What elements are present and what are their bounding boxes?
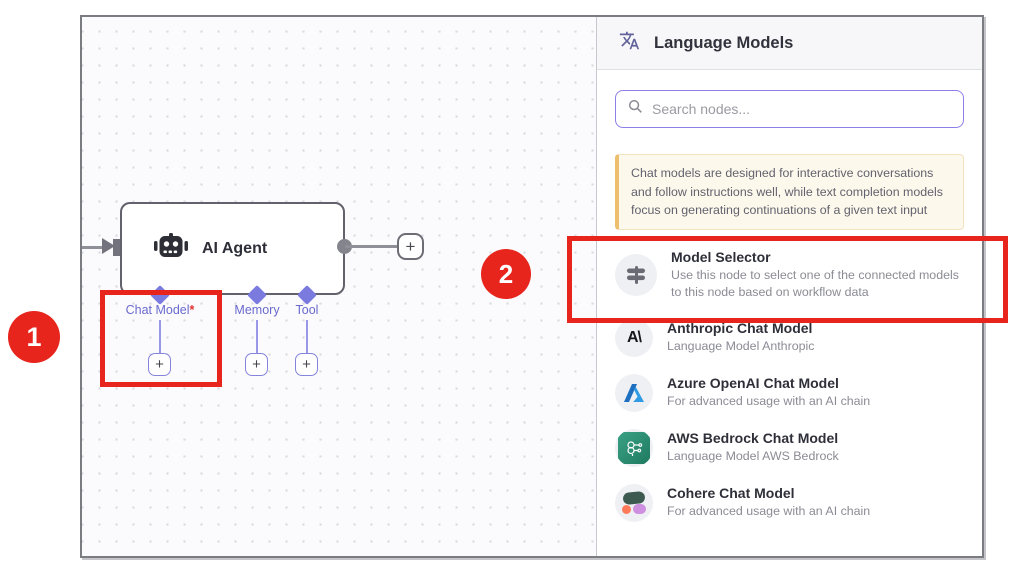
memory-connector-line (256, 320, 258, 353)
required-marker: * (189, 303, 195, 317)
node-list: Model Selector Use this node to select o… (615, 249, 964, 522)
info-callout: Chat models are designed for interactive… (615, 154, 964, 230)
panel-title: Language Models (654, 33, 794, 52)
panel-header: Language Models (597, 17, 982, 70)
item-title: Cohere Chat Model (667, 484, 795, 501)
output-connection-line (345, 245, 399, 248)
search-icon (628, 99, 643, 119)
node-title: AI Agent (202, 239, 268, 257)
list-item-cohere[interactable]: Cohere Chat Model For advanced usage wit… (615, 483, 964, 522)
chat-model-port-label: Chat Model* (125, 303, 195, 317)
item-title: AWS Bedrock Chat Model (667, 429, 839, 446)
input-connection-line (82, 246, 108, 249)
add-tool-button[interactable]: + (295, 353, 318, 376)
search-input[interactable] (652, 101, 951, 117)
translate-icon (619, 30, 640, 56)
model-selector-icon (615, 254, 657, 297)
tool-port-label: Tool (295, 303, 319, 317)
item-title: Azure OpenAI Chat Model (667, 374, 839, 391)
list-item-model-selector[interactable]: Model Selector Use this node to select o… (615, 249, 964, 302)
aws-bedrock-icon (615, 428, 653, 467)
item-title: Anthropic Chat Model (667, 319, 813, 336)
annotation-box-model-selector (567, 236, 1008, 323)
item-desc: Language Model AWS Bedrock (667, 448, 839, 463)
add-memory-button[interactable]: + (245, 353, 268, 376)
annotation-step-1: 1 (8, 311, 60, 363)
list-item-azure-openai[interactable]: Azure OpenAI Chat Model For advanced usa… (615, 373, 964, 412)
language-models-panel: Language Models Chat models are designed… (596, 17, 982, 556)
item-desc: Use this node to select one of the conne… (671, 267, 959, 300)
annotation-step-2: 2 (481, 249, 531, 299)
chat-model-connector-line (159, 320, 161, 353)
azure-icon (615, 373, 653, 412)
list-item-aws-bedrock[interactable]: AWS Bedrock Chat Model Language Model AW… (615, 428, 964, 467)
search-box[interactable] (615, 90, 964, 128)
item-desc: For advanced usage with an AI chain (667, 393, 871, 408)
cohere-icon (615, 483, 653, 522)
item-desc: For advanced usage with an AI chain (667, 503, 871, 518)
list-item-anthropic[interactable]: A\ Anthropic Chat Model Language Model A… (615, 318, 964, 357)
input-port[interactable] (113, 239, 121, 256)
memory-port-label: Memory (234, 303, 280, 317)
ai-agent-node[interactable]: AI Agent (120, 202, 345, 295)
annotation-box-chat-model (100, 290, 222, 387)
output-port[interactable] (337, 239, 352, 254)
item-title: Model Selector (671, 248, 771, 265)
anthropic-icon: A\ (615, 318, 653, 357)
robot-icon (154, 233, 188, 264)
add-chat-model-button[interactable]: + (148, 353, 171, 376)
input-arrow-icon (102, 238, 115, 254)
panel-body: Chat models are designed for interactive… (597, 70, 982, 522)
tool-connector-line (306, 320, 308, 353)
item-desc: Language Model Anthropic (667, 338, 815, 353)
add-next-node-button[interactable]: + (397, 233, 424, 260)
